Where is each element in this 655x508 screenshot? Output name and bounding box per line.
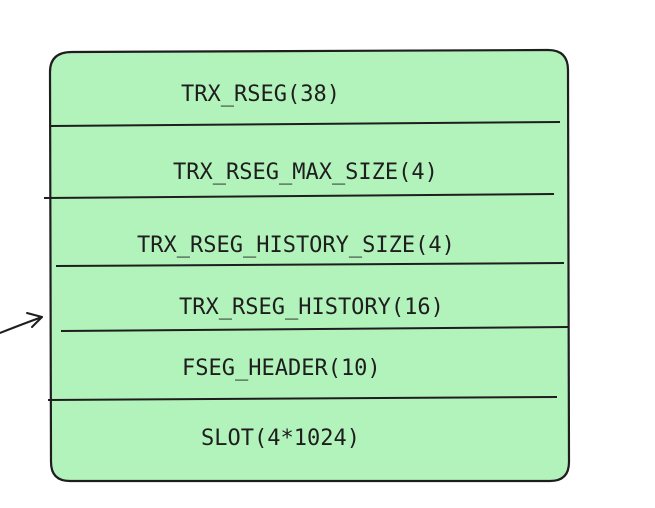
field-label-trx-rseg-max-size: TRX_RSEG_MAX_SIZE(4) [173, 160, 438, 185]
row-divider-5 [47, 396, 558, 401]
field-label-trx-rseg-history: TRX_RSEG_HISTORY(16) [179, 295, 444, 320]
incoming-arrow [0, 312, 43, 334]
row-divider-4 [60, 326, 570, 332]
field-label-slot: SLOT(4*1024) [201, 426, 360, 451]
row-divider-2 [43, 193, 555, 199]
row-divider-3 [55, 262, 565, 267]
incoming-arrow-head [26, 312, 43, 328]
field-label-trx-rseg-history-size: TRX_RSEG_HISTORY_SIZE(4) [137, 233, 455, 258]
row-divider-1 [50, 121, 561, 127]
field-label-trx-rseg: TRX_RSEG(38) [181, 82, 340, 107]
incoming-arrow-shaft [0, 316, 43, 334]
field-label-fseg-header: FSEG_HEADER(10) [182, 356, 381, 381]
